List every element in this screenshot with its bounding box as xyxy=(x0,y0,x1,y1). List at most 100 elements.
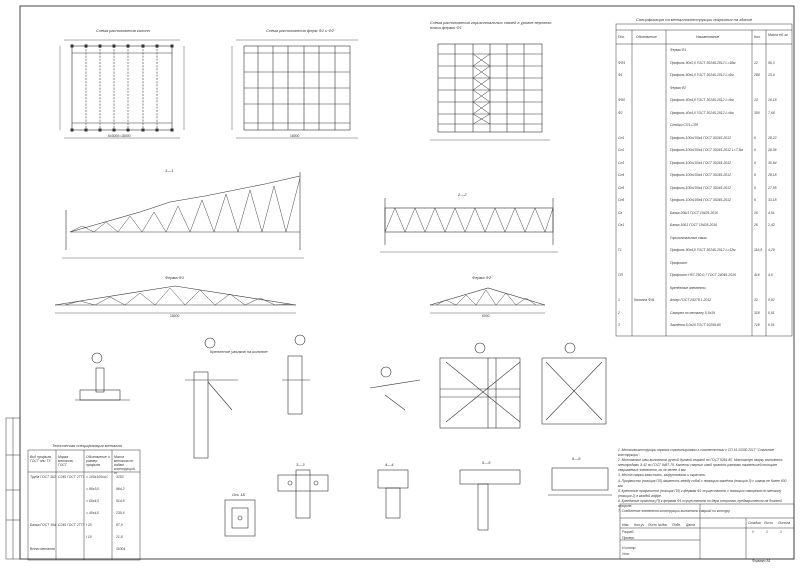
spec-cell: 7,68 xyxy=(768,110,775,115)
table-row: Ф2 Профиль 40х4,0 ГОСТ 30245-2012 L=6м 3… xyxy=(616,109,792,122)
note-line: 3. Места сварки зачистить, загрунтовать … xyxy=(618,473,707,478)
spec-cell: Стойки СП1-СП6 xyxy=(670,123,699,127)
detail-node-5 xyxy=(439,342,521,429)
table2-cell: С245 ГОСТ 27772-2015 xyxy=(58,523,84,527)
spec-cell: 95,3 xyxy=(768,60,775,65)
table-row: Св Балка 20Ш1 ГОСТ 19425-2016 16 4,51 xyxy=(616,209,792,222)
table-row: Сп5 Профиль 100х100х4 ГОСТ 30245-2012 6 … xyxy=(616,184,792,197)
section-1-1 xyxy=(62,172,304,259)
note-line: электродами Э-42 по ГОСТ 9467-75. Катеты… xyxy=(618,463,778,468)
node-support-title: Крепление уголков на колонне xyxy=(210,349,268,354)
spec-cell: 13,4 xyxy=(768,73,775,77)
table-row: Г1 Профиль 90х4,0 ГОСТ 30245-2012 L=12м … xyxy=(616,246,792,259)
note-line: (позиция 2) в каждой гофре. xyxy=(618,493,662,498)
spec-cell: Сп1 xyxy=(618,135,625,140)
table2-cell: 964,2 xyxy=(116,487,125,491)
stamp-col: Изм. xyxy=(622,523,630,527)
column-layout-plan xyxy=(59,39,185,139)
table-row: Труба ГОСТ 30245-2012 С245 ГОСТ 27772-20… xyxy=(28,474,140,486)
spec-cell: 6 xyxy=(754,160,756,165)
table-row: Сп6 Профиль 100х100х4 ГОСТ 30245-2012 6 … xyxy=(616,196,792,209)
spec-cell: Сп4 xyxy=(618,173,625,177)
note-line: свариваемых элементов, но не менее 4 мм. xyxy=(618,468,687,473)
detail-node-4 xyxy=(369,366,421,411)
section-5-5-title: 5—5 xyxy=(482,460,491,465)
note-line: 1. Металлоконструкции каркаса спроектиро… xyxy=(618,448,775,458)
stage-value: 1 xyxy=(766,530,768,534)
spec-cell: 6 xyxy=(754,198,756,202)
table-row: Горизонтальные связи xyxy=(616,234,792,247)
spec-cell: 2 xyxy=(618,310,620,315)
stage-value: У xyxy=(752,530,755,534)
table2-cell: I 20 xyxy=(86,523,92,527)
table2-header-3: Масса металла по видам конструкций, т xyxy=(114,455,136,475)
spec-cell: ПЛ xyxy=(618,273,623,277)
table2-cell: 11004 xyxy=(116,547,126,551)
spec-cell: Профлист xyxy=(670,260,688,265)
spec-cell: 318 xyxy=(754,310,760,315)
spec-table-grid xyxy=(615,23,793,337)
tech-table-grid xyxy=(27,449,141,561)
axis-1b-detail xyxy=(224,499,256,537)
table-row: Ф1 Профиль 60х4,0 ГОСТ 30245-2012 L=6м 2… xyxy=(616,71,792,84)
sheet-frame xyxy=(19,5,795,560)
spec-cell: Ф2 xyxy=(618,110,623,115)
stamp-col: Кол.уч. xyxy=(634,523,646,527)
note-line: 6. Крепёжные прогонов (П) к фермам Ф1 ос… xyxy=(618,498,782,509)
stamp-role: Разраб. xyxy=(622,530,635,534)
table2-header-1: Марка металла, ГОСТ xyxy=(58,455,74,467)
table-row: Стойки СП1-СП6 xyxy=(616,121,792,134)
spec-title: Спецификация на металлоконструкции покры… xyxy=(636,17,753,22)
table2-cell: С245 ГОСТ 27772-2015 xyxy=(58,475,84,479)
sheet-format: Формат А1 xyxy=(752,559,771,563)
spec-cell: Саморез по металлу 5,5х19 xyxy=(670,310,715,315)
spec-cell: 28,22 xyxy=(768,135,777,140)
axis-1b-title: Ось 1Б xyxy=(232,492,246,497)
table-row: 1 Колонна Ф41 Анкер ГОСТ 24379.1-2012 32… xyxy=(616,296,792,309)
spec-cell: 0,92 xyxy=(768,298,775,302)
table2-cell: 87,9 xyxy=(116,523,123,527)
spec-cell: Сп3 xyxy=(618,160,625,165)
spec-header-mass: Масса ед. кг xyxy=(768,33,788,37)
note-line: 5. Крепление профлистов (позиция ПЛ) к ф… xyxy=(618,488,782,493)
spec-cell: Профиль 90х4,0 ГОСТ 30245-2012 L=12м xyxy=(670,248,736,252)
spec-cell: Профиль 60х4,0 ГОСТ 30245-2012 L=6м xyxy=(670,73,734,77)
stamp-col: Дата xyxy=(686,523,695,527)
stamp-col: Подп. xyxy=(672,523,682,527)
spec-cell: 416 xyxy=(754,273,760,277)
spec-rows: Ферма Ф1 ФФ1 Профиль 90х3,0 ГОСТ 30245-2… xyxy=(616,46,792,334)
table-row: ФФ2 Профиль 60х4,0 ГОСТ 30245-2012 L=6м … xyxy=(616,96,792,109)
table-row: □ 60х4,0 514,6 xyxy=(28,498,140,510)
table2-cell: □ 100х100х4,0 xyxy=(86,475,109,479)
table-row: Крепёжные элементы xyxy=(616,284,792,297)
note-line: 4. Профлисты (позиция ПЛ) закрепить межд… xyxy=(618,478,787,483)
spec-cell: 6 xyxy=(754,173,756,177)
table-row: Св1 Балка 10Б1 ГОСТ 19425-2016 26 2,42 xyxy=(616,221,792,234)
stamp-col: №док. xyxy=(658,523,668,527)
table-row: Профлист xyxy=(616,259,792,272)
table-row: Ферма Ф1 xyxy=(616,46,792,59)
spec-cell: Заклёпка 5,0х20 ГОСТ 10299-80 xyxy=(670,323,721,327)
spec-cell: Профиль 100х100х4 ГОСТ 30245-2012 L=7,5м xyxy=(670,148,743,152)
spec-cell: Профиль 100х100х4 ГОСТ 30245-2012 xyxy=(670,198,731,202)
spec-cell: Ф1 xyxy=(618,73,623,77)
col-total-dim: 6х3000=18000 xyxy=(108,134,131,138)
stamp-role: Провер. xyxy=(622,536,635,540)
spec-cell: 3 xyxy=(618,323,620,327)
section-4-4-title: 4—4 xyxy=(385,462,394,467)
truss-layout-plan xyxy=(231,39,358,139)
table-row: Балка ГОСТ 19425-2016 С245 ГОСТ 27772-20… xyxy=(28,522,140,534)
table2-cell: I 10 xyxy=(86,535,92,539)
table2-cell: □ 60х4,0 xyxy=(86,499,100,503)
section-3-3-detail xyxy=(277,469,329,519)
spec-cell: Колонна Ф41 xyxy=(634,298,655,302)
section-3-3-title: 3—3 xyxy=(296,462,305,467)
spec-cell: Крепёжные элементы xyxy=(670,285,706,290)
table-row: Всего металла 11004 xyxy=(28,546,140,558)
spec-cell: 0,01 xyxy=(768,323,775,327)
general-notes: 1. Металлоконструкции каркаса спроектиро… xyxy=(618,448,794,514)
section-1-1-title: 1—1 xyxy=(165,168,174,173)
spec-cell: 24 xyxy=(754,98,758,102)
spec-cell: Анкер ГОСТ 24379.1-2012 xyxy=(670,298,712,302)
section-6-6-title: 6—6 xyxy=(572,456,581,461)
